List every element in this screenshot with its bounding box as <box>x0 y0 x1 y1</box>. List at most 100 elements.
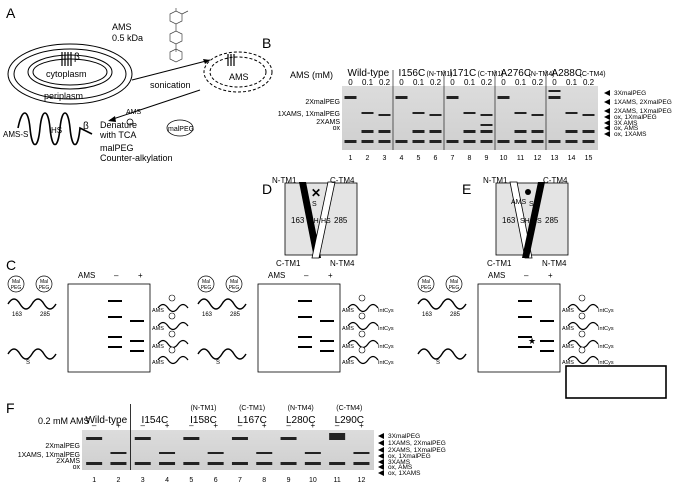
panel-b-lane-12: 13 <box>551 155 559 162</box>
panel-f-lane-7: 8 <box>262 477 266 484</box>
c-ams-small: AMS <box>562 326 574 332</box>
cross-icon: ✕ <box>311 186 321 200</box>
panel-f-group-sub-5: (C-TM4) <box>336 405 362 412</box>
denatured-protein <box>17 112 93 146</box>
panel-f-group-5: L290C <box>335 415 364 426</box>
c-s: S <box>436 360 440 366</box>
c-ams-label: AMS <box>268 271 285 280</box>
panel-b-group-4: A288C <box>552 68 583 79</box>
c-163: 163 <box>202 312 213 318</box>
c-ams-small: AMS <box>152 344 164 350</box>
panel-f-band <box>86 462 103 465</box>
panel-f-group-sub-2: (N-TM1) <box>190 405 216 412</box>
panel-b-band <box>463 112 476 114</box>
c-band <box>108 316 122 318</box>
d-ctm4: C-TM4 <box>330 176 355 185</box>
c-163: 163 <box>422 312 433 318</box>
panel-f-right-label-2: 2XAMS, 1XmalPEG <box>388 447 446 454</box>
c-ams-small: AMS <box>342 308 354 314</box>
c-band <box>108 300 122 302</box>
panel-b-conc-3: 0 <box>399 78 404 87</box>
svg-text:285: 285 <box>334 216 348 225</box>
panel-f-band <box>329 437 346 440</box>
panel-b-band <box>446 140 459 143</box>
panel-d-letter: D <box>262 181 272 197</box>
panel-b-left-label-1: 1XAMS, 1XmalPEG <box>278 111 340 118</box>
panel-f-band <box>159 462 176 465</box>
panel-b-band <box>412 112 425 114</box>
panel-f-band <box>353 462 370 465</box>
panel-f-pm-3: + <box>165 421 170 430</box>
malpeg-tag: malPEG <box>168 126 194 133</box>
outer-membrane <box>7 43 133 105</box>
panel-b-band <box>429 114 442 116</box>
panel-f-pm-4: – <box>189 421 194 430</box>
panel-b-band <box>429 130 442 133</box>
c-ams-small: AMS <box>152 360 164 366</box>
panel-b-band <box>412 130 425 133</box>
panel-b-band <box>395 140 408 143</box>
panel-b-conc-8: 0.2 <box>481 78 493 87</box>
star-icon: ★ <box>528 336 536 346</box>
ams-icon <box>578 312 586 320</box>
panel-f-band <box>256 462 273 465</box>
panel-b-band <box>395 96 408 99</box>
panel-b-band <box>344 96 357 99</box>
c-peptide <box>197 298 247 310</box>
c-s: S <box>216 360 220 366</box>
arrowhead-icon <box>378 433 384 439</box>
svg-text:C-TM1: C-TM1 <box>487 259 512 268</box>
panel-f-right-label-3: ox, 1XmalPEG <box>388 453 431 460</box>
c-band <box>518 300 532 302</box>
panel-b-band <box>378 114 391 116</box>
c-285: 285 <box>40 312 51 318</box>
ams-icon <box>168 312 176 320</box>
panel-b-group-sub-3: (N-TM4) <box>529 71 555 78</box>
panel-b-band <box>463 130 476 133</box>
c-plus: + <box>548 271 553 280</box>
panel-b-band <box>429 140 442 143</box>
c-gel-box <box>477 283 561 373</box>
panel-b-conc-1: 0.1 <box>362 78 374 87</box>
d-ntm4: N-TM4 <box>330 259 355 268</box>
c-minus: – <box>114 271 119 280</box>
panel-f-lane-3: 4 <box>165 477 169 484</box>
c-ams-small: AMS <box>342 326 354 332</box>
panel-f-left-label-2: 2XAMS <box>56 458 80 465</box>
ams-icon <box>168 294 176 302</box>
c-peptide <box>157 355 189 365</box>
c-band <box>540 320 554 322</box>
c-band <box>130 340 144 342</box>
panel-f-bands <box>86 404 370 470</box>
panel-e-letter: E <box>462 181 471 197</box>
c-285: 285 <box>230 312 241 318</box>
svg-text:285: 285 <box>545 216 559 225</box>
panel-f-pm-7: + <box>262 421 267 430</box>
panel-b-lane-3: 4 <box>400 155 404 162</box>
panel-a: A β cytoplasm periplasm AMS 0.5 kDa soni… <box>3 5 273 163</box>
ams-icon <box>358 330 366 338</box>
c-band <box>298 336 312 338</box>
panel-f-band <box>231 462 248 465</box>
panel-b-group-sub-2: (C-TM1) <box>478 71 504 78</box>
panel-b-conc-2: 0.2 <box>379 78 391 87</box>
c-peptide <box>347 321 379 331</box>
panel-b-right-label-5: ox, AMS <box>614 125 639 132</box>
c-mal: Mal <box>230 279 238 285</box>
c-ams-small: AMS <box>562 308 574 314</box>
panel-c-letter: C <box>6 257 16 273</box>
panel-b-conc-4: 0.1 <box>413 78 425 87</box>
d-ntm1: N-TM1 <box>272 176 297 185</box>
panel-f-pm-1: + <box>116 421 121 430</box>
panel-b-lane-0: 1 <box>349 155 353 162</box>
c-ams-label: AMS <box>78 271 95 280</box>
panel-b-conc-0: 0 <box>348 78 353 87</box>
malpeg-step-label: malPEG <box>100 143 134 153</box>
panel-b-band <box>361 140 374 143</box>
ams-icon <box>578 330 586 338</box>
panel-f-band <box>256 452 273 454</box>
panel-b-conc-7: 0.1 <box>464 78 476 87</box>
arrowhead-icon <box>378 447 384 453</box>
c-intcys: IntCys <box>598 326 614 332</box>
